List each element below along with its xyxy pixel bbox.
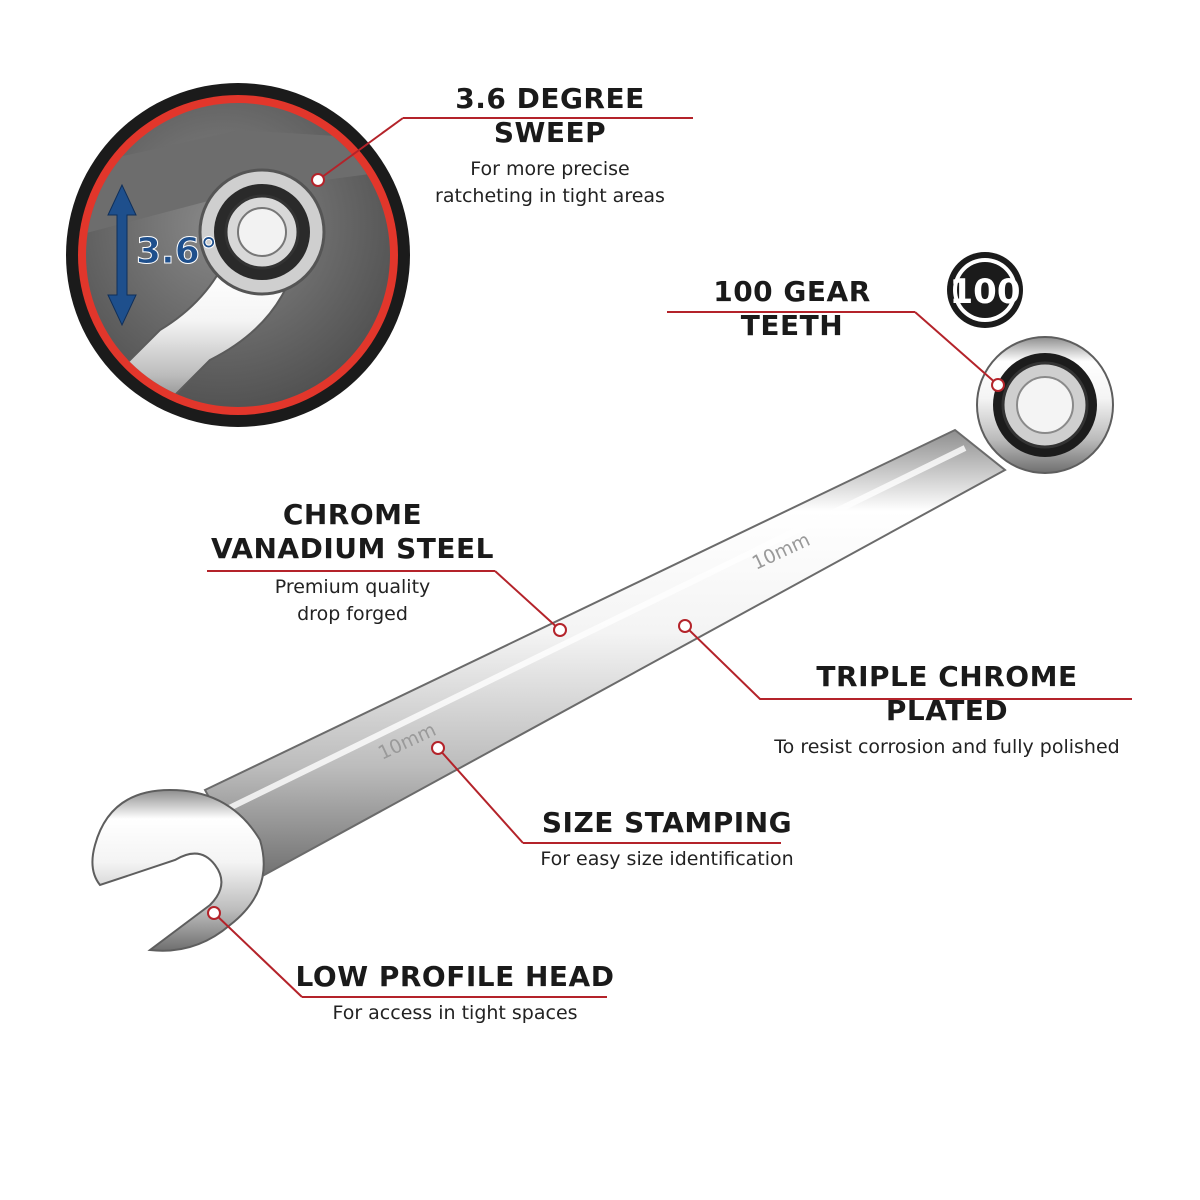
callout-steel-sub-2: drop forged [297,603,408,625]
callout-sweep-rule [403,117,693,119]
callout-sweep-sub-1: For more precise [470,158,630,180]
inset-magnifier: 3.6° [66,83,410,427]
ratchet-ring-head [976,336,1114,474]
callout-sweep-title: 3.6 DEGREE SWEEP [455,82,645,149]
callout-head-sub: For access in tight spaces [332,1002,578,1024]
callout-steel-title-1: CHROME [282,498,423,531]
callout-steel-rule [207,570,495,572]
open-end-head [91,788,265,952]
callout-chrome-rule [760,698,1132,700]
callout-head-rule [302,996,607,998]
wrench: 10mm 10mm [91,336,1114,952]
callout-gear: 100 GEAR TEETH [662,275,922,343]
callout-head: LOW PROFILE HEAD For access in tight spa… [295,960,615,1027]
callout-gear-title: 100 GEAR TEETH [713,275,871,342]
sweep-angle-label: 3.6° [136,231,218,272]
callout-head-title: LOW PROFILE HEAD [295,960,615,993]
sweep-arrow-icon [107,183,137,327]
gear-teeth-badge-text: 100 [950,272,1021,312]
callout-gear-rule [667,311,915,313]
callout-stamping-sub: For easy size identification [540,848,794,870]
callout-steel-sub-1: Premium quality [274,576,431,598]
callout-sweep: 3.6 DEGREE SWEEP For more precise ratche… [400,82,700,210]
callout-chrome-title: TRIPLE CHROME PLATED [816,660,1078,727]
callout-chrome: TRIPLE CHROME PLATED To resist corrosion… [752,660,1142,761]
callout-steel-title-2: VANADIUM STEEL [211,532,494,565]
callout-stamping-title: SIZE STAMPING [541,806,793,839]
callout-steel: CHROME VANADIUM STEEL Premium quality dr… [200,498,505,628]
callout-stamping: SIZE STAMPING For easy size identificati… [522,806,812,873]
callout-sweep-sub-2: ratcheting in tight areas [435,185,665,207]
callout-chrome-sub: To resist corrosion and fully polished [774,736,1120,758]
gear-teeth-badge-icon: 100 [947,252,1023,328]
callout-stamping-rule [523,842,781,844]
